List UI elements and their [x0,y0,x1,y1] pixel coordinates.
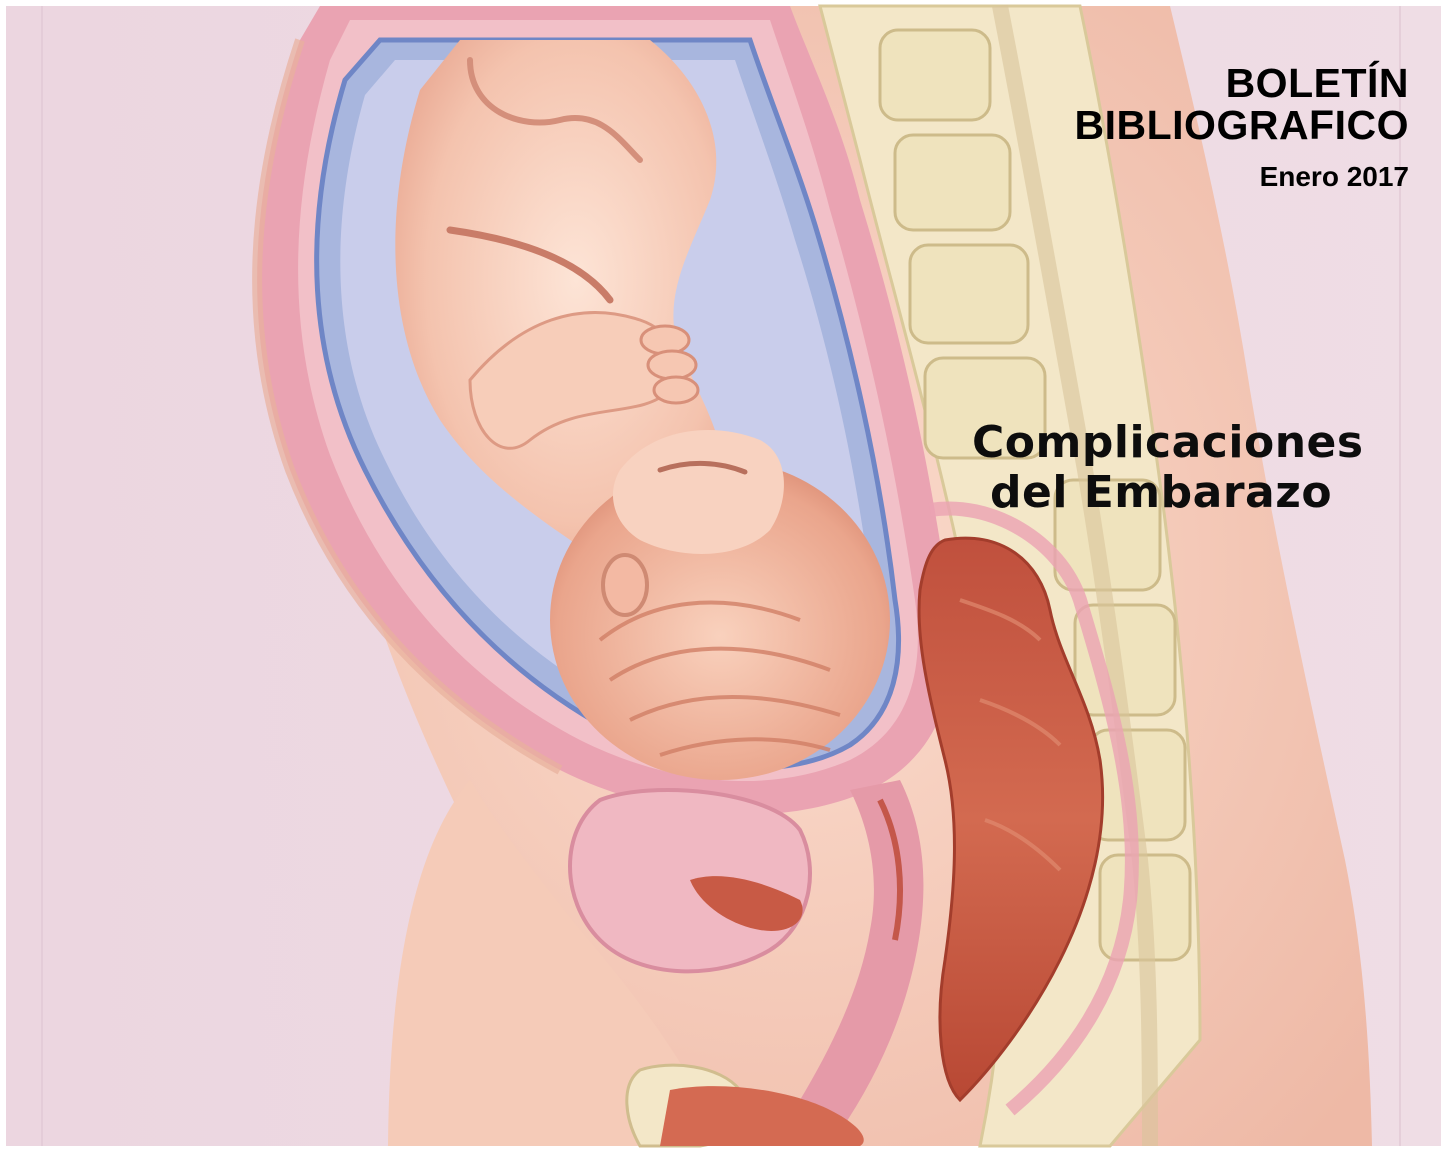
bulletin-title-line1: BOLETÍN [1225,60,1409,106]
subject-line2: del Embarazo [990,467,1333,518]
issue-date: Enero 2017 [1259,161,1409,192]
cover-header: BOLETÍN BIBLIOGRAFICO Enero 2017 [1075,62,1409,194]
subject-line1: Complicaciones [972,417,1364,468]
cover-subject: Complicaciones del Embarazo [972,418,1364,518]
bulletin-title-line2: BIBLIOGRAFICO [1074,102,1409,148]
